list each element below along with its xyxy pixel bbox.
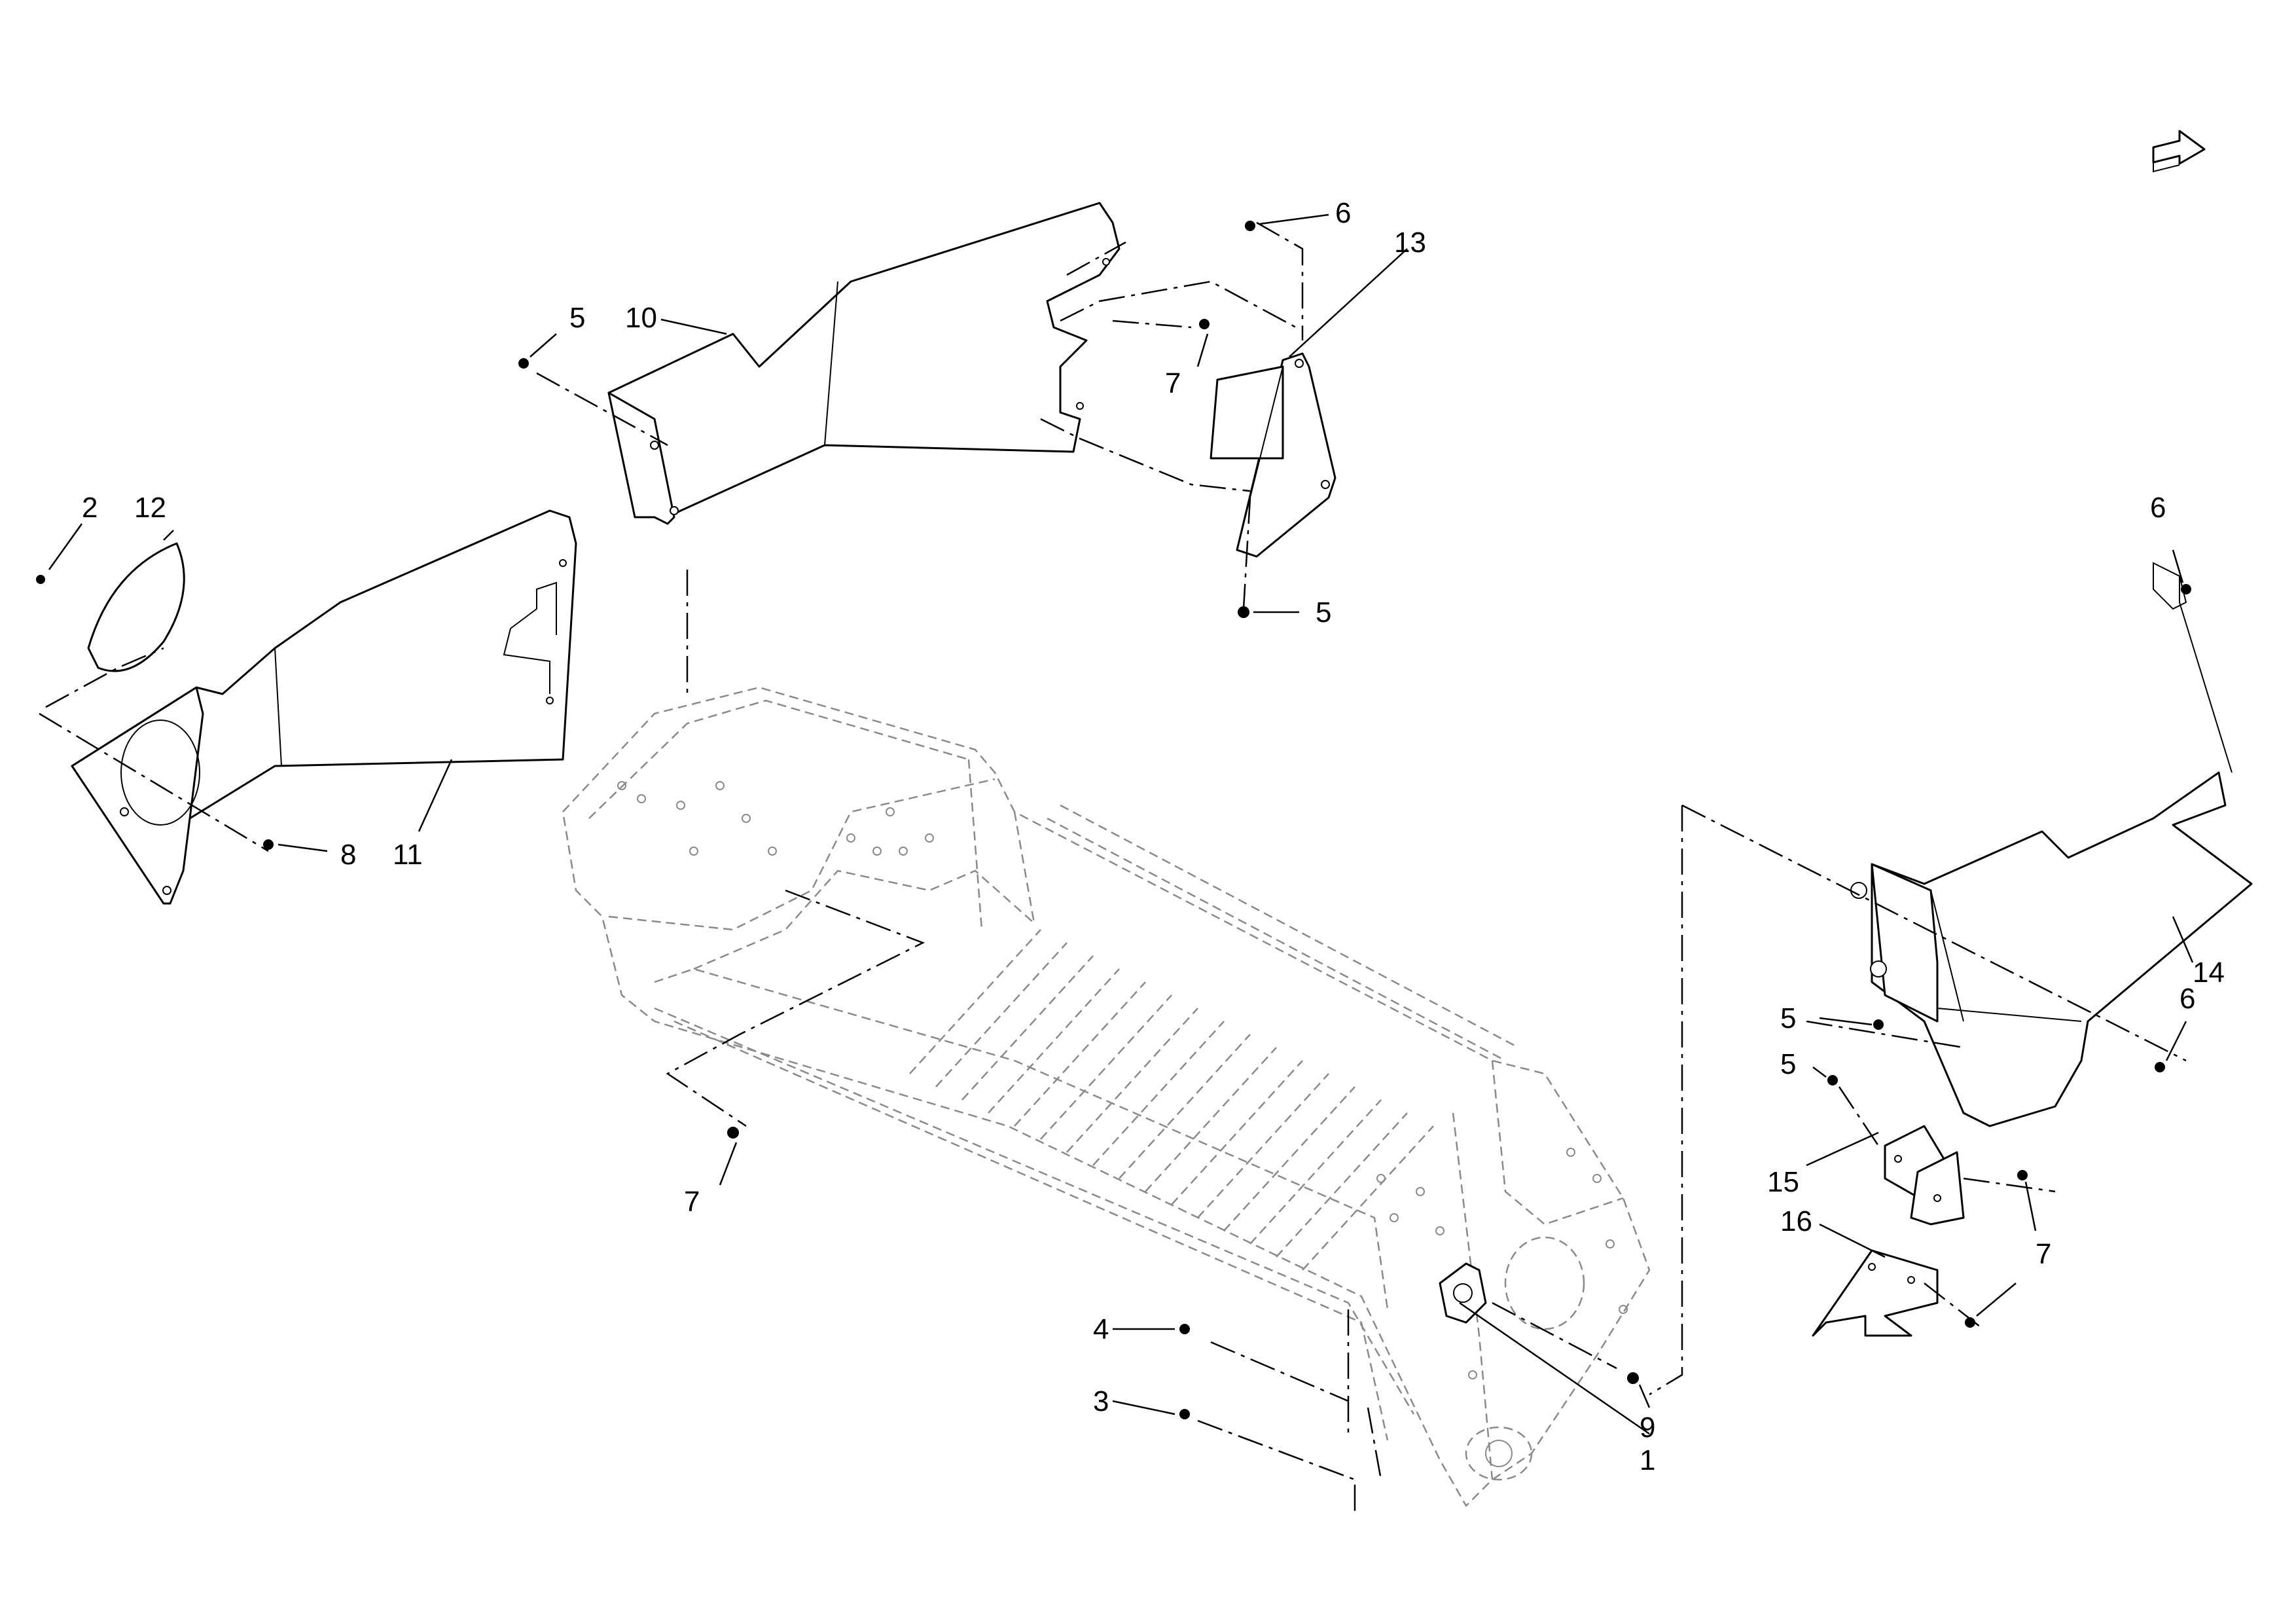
callout-11: 11 xyxy=(393,839,423,871)
hardware xyxy=(36,221,2191,1419)
callout-labels: 2 12 5 10 8 11 6 13 7 5 7 4 3 9 1 6 14 6… xyxy=(82,197,2225,1476)
nut-8 xyxy=(263,839,274,850)
part-11-left-shield xyxy=(71,509,577,905)
callout-7-lower: 7 xyxy=(684,1186,700,1218)
callout-8: 8 xyxy=(340,839,356,871)
nut-5-mid xyxy=(1238,606,1249,618)
callout-9: 9 xyxy=(1640,1412,1655,1444)
nut-7-upper xyxy=(1199,319,1210,329)
callout-15: 15 xyxy=(1767,1166,1799,1198)
header-frame-ghost xyxy=(562,686,1651,1508)
callout-leaders xyxy=(48,213,2194,1435)
nut-5-right-low xyxy=(1827,1075,1838,1085)
callout-5-right: 5 xyxy=(1780,1002,1796,1034)
nut-5-right xyxy=(1873,1019,1884,1030)
nut-6-right xyxy=(2181,584,2191,594)
callout-3: 3 xyxy=(1093,1385,1109,1417)
nut-5-upper-left xyxy=(518,358,529,369)
bolt-2 xyxy=(36,575,45,584)
orientation-arrow-icon xyxy=(2152,130,2206,173)
nut-6-lower-right xyxy=(2155,1062,2165,1072)
nut-6-top xyxy=(1245,221,1255,231)
part-15-small-bracket xyxy=(1884,1125,1965,1226)
callout-7: 7 xyxy=(1165,367,1181,399)
callout-10: 10 xyxy=(625,302,657,334)
assembly-centerlines xyxy=(39,221,2187,1512)
nut-7-bottom-right xyxy=(1965,1317,1975,1328)
callout-12: 12 xyxy=(134,492,166,524)
part-13-bracket xyxy=(1210,352,1336,558)
nut-9 xyxy=(1627,1372,1639,1384)
part-14-right-shield xyxy=(1850,562,2253,1127)
callout-7-right: 7 xyxy=(2036,1238,2051,1270)
callout-5-right-low: 5 xyxy=(1780,1048,1796,1080)
callout-5-mid: 5 xyxy=(1316,596,1331,629)
callout-6-right: 6 xyxy=(2150,492,2166,524)
callout-13: 13 xyxy=(1394,227,1426,259)
callout-5: 5 xyxy=(569,302,585,334)
callout-14: 14 xyxy=(2193,957,2225,989)
part-10-upper-shield xyxy=(607,202,1121,525)
callout-6: 6 xyxy=(1335,197,1351,229)
callout-4: 4 xyxy=(1093,1313,1109,1345)
bolt-3 xyxy=(1179,1409,1190,1419)
part-1-bearing-flange xyxy=(1439,1262,1487,1324)
callout-2: 2 xyxy=(82,492,98,524)
callout-1: 1 xyxy=(1640,1444,1655,1476)
nut-7-lower xyxy=(727,1127,739,1139)
bolt-4 xyxy=(1179,1324,1190,1334)
part-12-cover-disc xyxy=(87,542,185,672)
part-16-plate xyxy=(1812,1249,1939,1337)
callout-6-lower-right: 6 xyxy=(2179,983,2195,1015)
callout-16: 16 xyxy=(1780,1205,1812,1237)
nut-7-right xyxy=(2017,1170,2028,1180)
